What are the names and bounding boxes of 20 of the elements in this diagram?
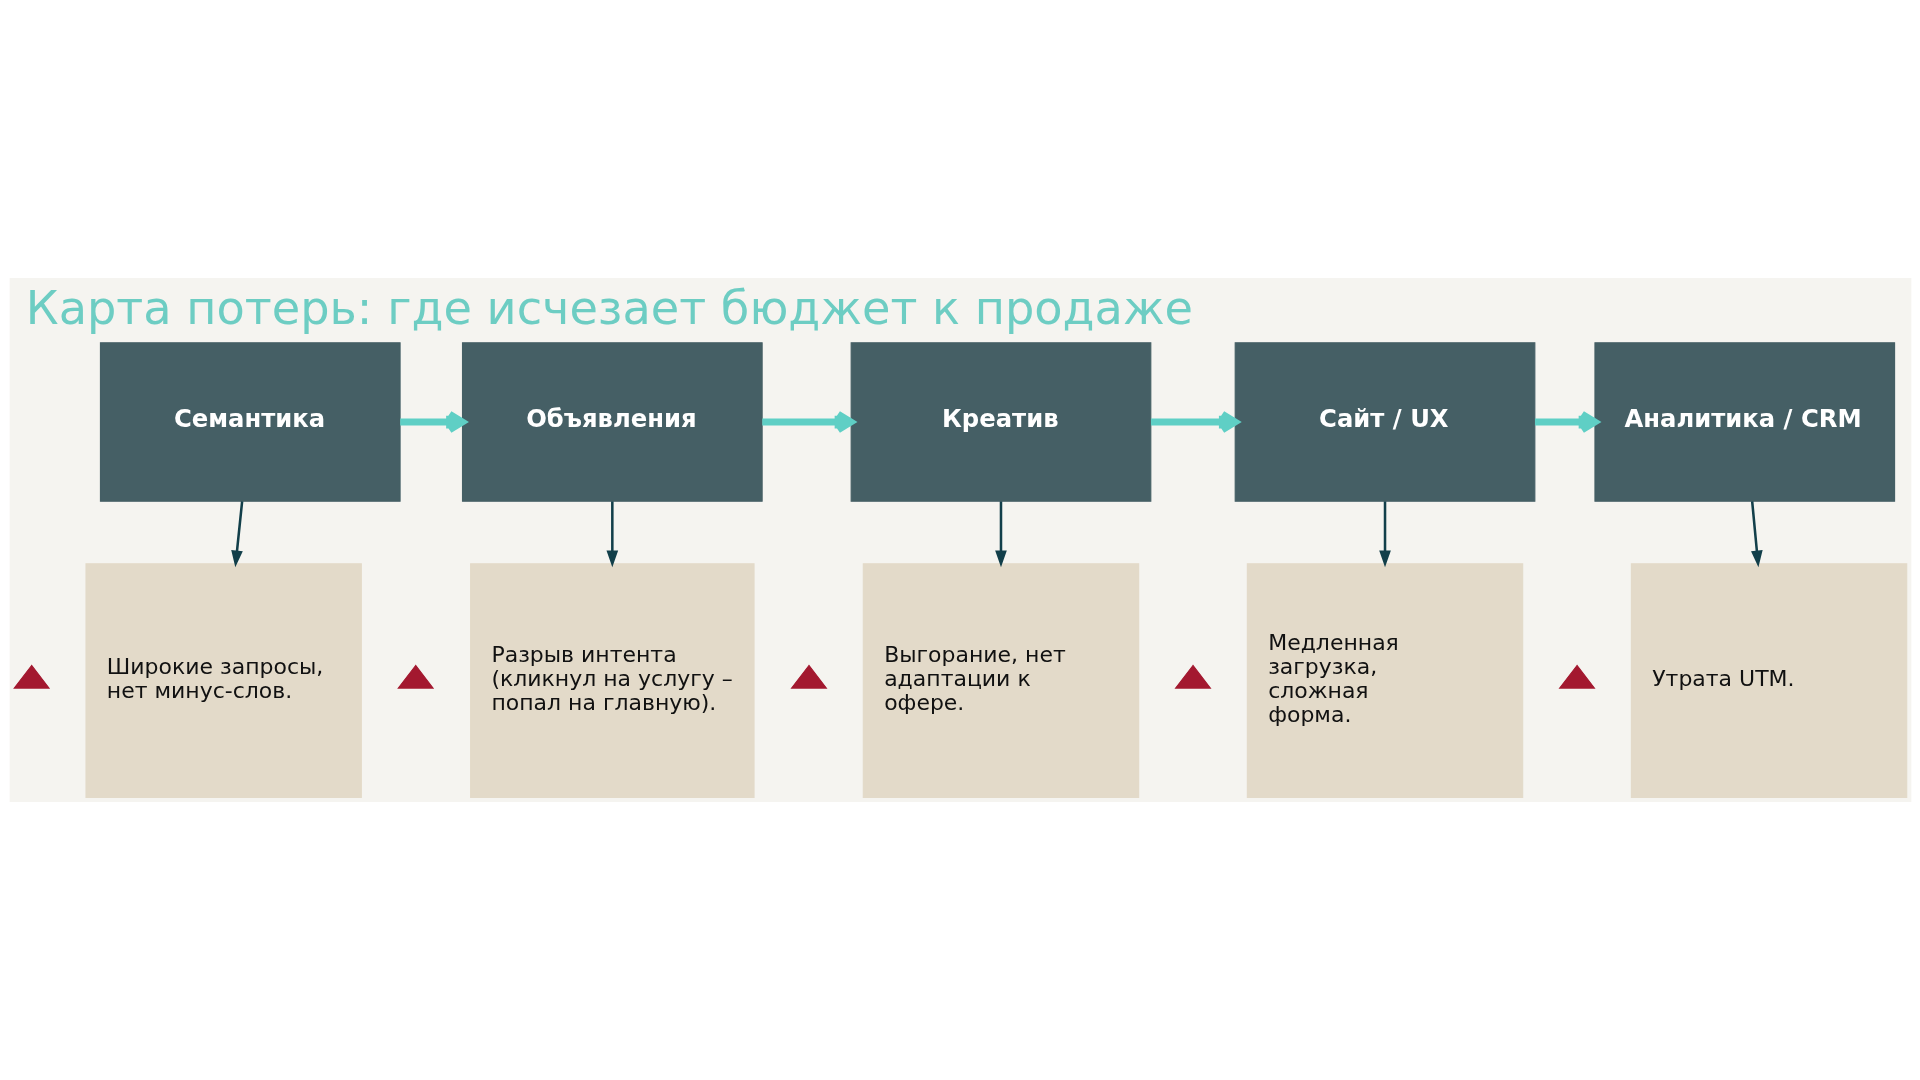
- arrow: [399, 410, 466, 434]
- node-box: Выгорание, нет адаптации к офере.: [862, 563, 1139, 798]
- arrow: [761, 410, 855, 434]
- node-box: Креатив: [850, 342, 1151, 502]
- arrow: [1378, 501, 1391, 568]
- arrow: [1150, 410, 1239, 434]
- node-box: Медленная загрузка, сложная форма.: [1246, 563, 1523, 798]
- node-box: Сайт / UX: [1234, 342, 1535, 502]
- node-box: Объявления: [461, 342, 763, 502]
- diagram-title: Карта потерь: где исчезает бюджет к продаже: [25, 281, 1193, 336]
- node-box: Семантика: [99, 342, 401, 502]
- arrow: [230, 501, 243, 568]
- node-box: Разрыв интента (кликнул на услугу – попал на главную).: [469, 563, 755, 798]
- arrow: [1534, 410, 1599, 434]
- arrow: [605, 501, 618, 568]
- node-box: Широкие запросы, нет минус-слов.: [84, 563, 362, 798]
- arrow: [994, 501, 1007, 568]
- node-box: Аналитика / CRM: [1593, 342, 1895, 502]
- node-box: Утрата UTM.: [1630, 563, 1907, 798]
- arrow: [1750, 501, 1763, 568]
